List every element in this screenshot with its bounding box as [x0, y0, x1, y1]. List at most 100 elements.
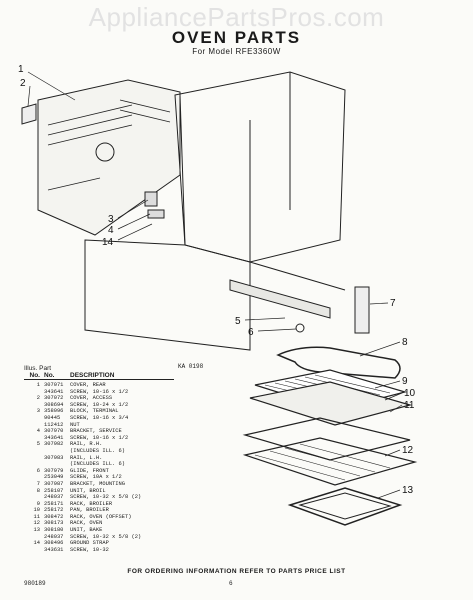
model-subtitle: For Model RFE3360W — [192, 47, 281, 56]
row-part-no: 307071 — [44, 382, 64, 388]
callout-6: 6 — [248, 327, 254, 338]
broiler-pan-drawing — [249, 381, 413, 426]
row-part-no: 112412 — [44, 421, 64, 428]
table-row: 4 307970 BRACKET, SERVICE — [24, 428, 174, 435]
header-part-no: No. — [44, 372, 55, 379]
row-part-no: 307970 — [44, 428, 64, 435]
row-illus-no: 2 — [36, 395, 40, 402]
table-row: 9 258171 RACK, BROILER — [24, 501, 174, 508]
callout-1: 1 — [18, 64, 24, 75]
front-glide-drawing — [295, 323, 305, 333]
row-part-no: 343641 — [44, 434, 64, 441]
row-illus-no — [24, 474, 44, 481]
row-description: RAIL, R.H. — [70, 441, 103, 448]
row-part-no: 307072 — [44, 395, 64, 402]
row-description: PAN, BROILER — [70, 507, 109, 514]
row-part-no: 308472 — [44, 513, 64, 520]
row-part-no: 258172 — [44, 507, 64, 514]
row-part-no — [44, 461, 70, 468]
parts-list-header: No. No. DESCRIPTION — [24, 372, 174, 380]
callout-14: 14 — [102, 237, 114, 248]
table-row: 112412 NUT — [24, 422, 174, 429]
callout-8: 8 — [402, 337, 408, 348]
row-description: (INCLUDES ILL. 6) — [70, 461, 125, 468]
row-illus-no: 14 — [33, 540, 40, 547]
callout-4: 4 — [108, 225, 114, 236]
row-description: SCREW, 10-16 x 3/4 — [70, 414, 129, 421]
row-illus-no: 6 — [36, 467, 40, 474]
row-description: UNIT, BAKE — [70, 527, 103, 534]
row-illus-no: 12 — [33, 520, 40, 527]
broil-unit-drawing — [276, 346, 401, 379]
row-description: BRACKET, SERVICE — [70, 428, 122, 435]
table-row: 253049 SCREW, 10A x 1/2 — [24, 474, 174, 481]
row-illus-no: 5 — [36, 441, 40, 448]
callout-5: 5 — [235, 316, 241, 327]
table-row: 3 358096 BLOCK, TERMINAL — [24, 408, 174, 415]
callout-9: 9 — [402, 376, 408, 387]
row-description: NUT — [70, 421, 80, 428]
row-description: UNIT, BROIL — [70, 487, 106, 494]
row-part-no: 358096 — [44, 408, 64, 415]
row-illus-no: 9 — [36, 500, 40, 507]
row-description: SCREW, 10-16 x 1/2 — [70, 434, 129, 441]
oven-cavity-drawing — [174, 71, 346, 263]
row-illus-no: 7 — [36, 480, 40, 487]
table-row: (INCLUDES ILL. 6) — [24, 448, 174, 455]
row-description: RACK, BROILER — [70, 500, 113, 507]
row-illus-no — [24, 455, 44, 462]
table-row: (INCLUDES ILL. 6) — [24, 461, 174, 468]
row-part-no: 308173 — [44, 520, 64, 527]
callout-7: 7 — [390, 298, 396, 309]
row-description: BLOCK, TERMINAL — [70, 408, 119, 415]
row-illus-no — [24, 389, 44, 396]
header-description: DESCRIPTION — [70, 372, 115, 379]
row-description: GROUND STRAP — [70, 540, 109, 547]
callout-13: 13 — [402, 485, 414, 496]
row-description: SCREW, 10A x 1/2 — [70, 474, 122, 481]
diagram-reference-number: KA 0198 — [178, 363, 204, 370]
page-number: 6 — [229, 580, 233, 587]
row-part-no: 258171 — [44, 500, 64, 507]
callout-11: 11 — [404, 400, 415, 411]
row-illus-no: 3 — [36, 408, 40, 415]
row-description: (INCLUDES ILL. 6) — [70, 447, 125, 454]
row-illus-no: 4 — [36, 428, 40, 435]
row-part-no: 308496 — [44, 540, 64, 547]
row-illus-no — [24, 415, 44, 422]
row-part-no: 343641 — [44, 388, 64, 395]
row-illus-no: 13 — [33, 527, 40, 534]
row-illus-no — [24, 402, 44, 409]
row-part-no: 307983 — [44, 454, 64, 461]
row-description: GLIDE, FRONT — [70, 467, 109, 474]
watermark: AppliancePartsPros.com — [88, 2, 385, 32]
row-illus-no: 11 — [33, 513, 40, 520]
parts-list-header-top: Illus. Part — [24, 365, 52, 372]
ordering-info-note: FOR ORDERING INFORMATION REFER TO PARTS … — [127, 568, 346, 575]
document-code: 980189 — [24, 580, 46, 587]
row-description: SCREW, 10-32 x 5/8 (2) — [70, 494, 142, 501]
row-illus-no — [24, 494, 44, 501]
row-description: COVER, ACCESS — [70, 395, 113, 402]
service-bracket-drawing — [147, 209, 165, 219]
page-title: OVEN PARTS — [171, 28, 302, 47]
row-illus-no — [24, 547, 44, 554]
row-description: COVER, REAR — [70, 382, 106, 388]
access-cover-drawing — [21, 103, 37, 125]
row-part-no: 253049 — [44, 474, 64, 481]
